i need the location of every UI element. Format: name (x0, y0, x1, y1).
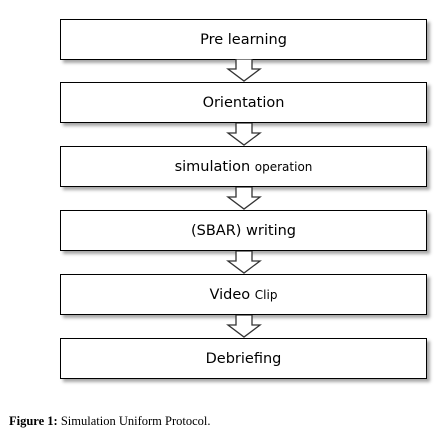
step-sbar-writing: (SBAR) writing (60, 210, 427, 251)
step-label: simulation (174, 158, 255, 175)
step-debriefing: Debriefing (60, 338, 427, 379)
step-label: (SBAR) writing (190, 222, 297, 239)
figure-caption: Figure 1: Simulation Uniform Protocol. (9, 414, 211, 429)
step-label: Debriefing (205, 350, 282, 367)
down-arrow-icon (226, 123, 262, 146)
down-arrow-icon (226, 59, 262, 82)
down-arrow-icon (226, 251, 262, 274)
step-simulation-operation: simulation operation (60, 146, 427, 187)
step-label: Orientation (202, 94, 285, 111)
step-label: Video (209, 286, 255, 303)
down-arrow-icon (226, 315, 262, 338)
step-label-small: Clip (254, 287, 278, 302)
step-orientation: Orientation (60, 82, 427, 123)
down-arrow-icon (226, 187, 262, 210)
step-label: Pre learning (200, 31, 287, 48)
protocol-flow-diagram: Pre learning Orientation simulation oper… (60, 19, 427, 379)
step-pre-learning: Pre learning (60, 19, 427, 60)
figure-caption-text: Simulation Uniform Protocol. (57, 414, 211, 428)
figure-caption-label: Figure 1: (9, 414, 58, 428)
step-video-clip: Video Clip (60, 274, 427, 315)
step-label-small: operation (254, 159, 313, 174)
